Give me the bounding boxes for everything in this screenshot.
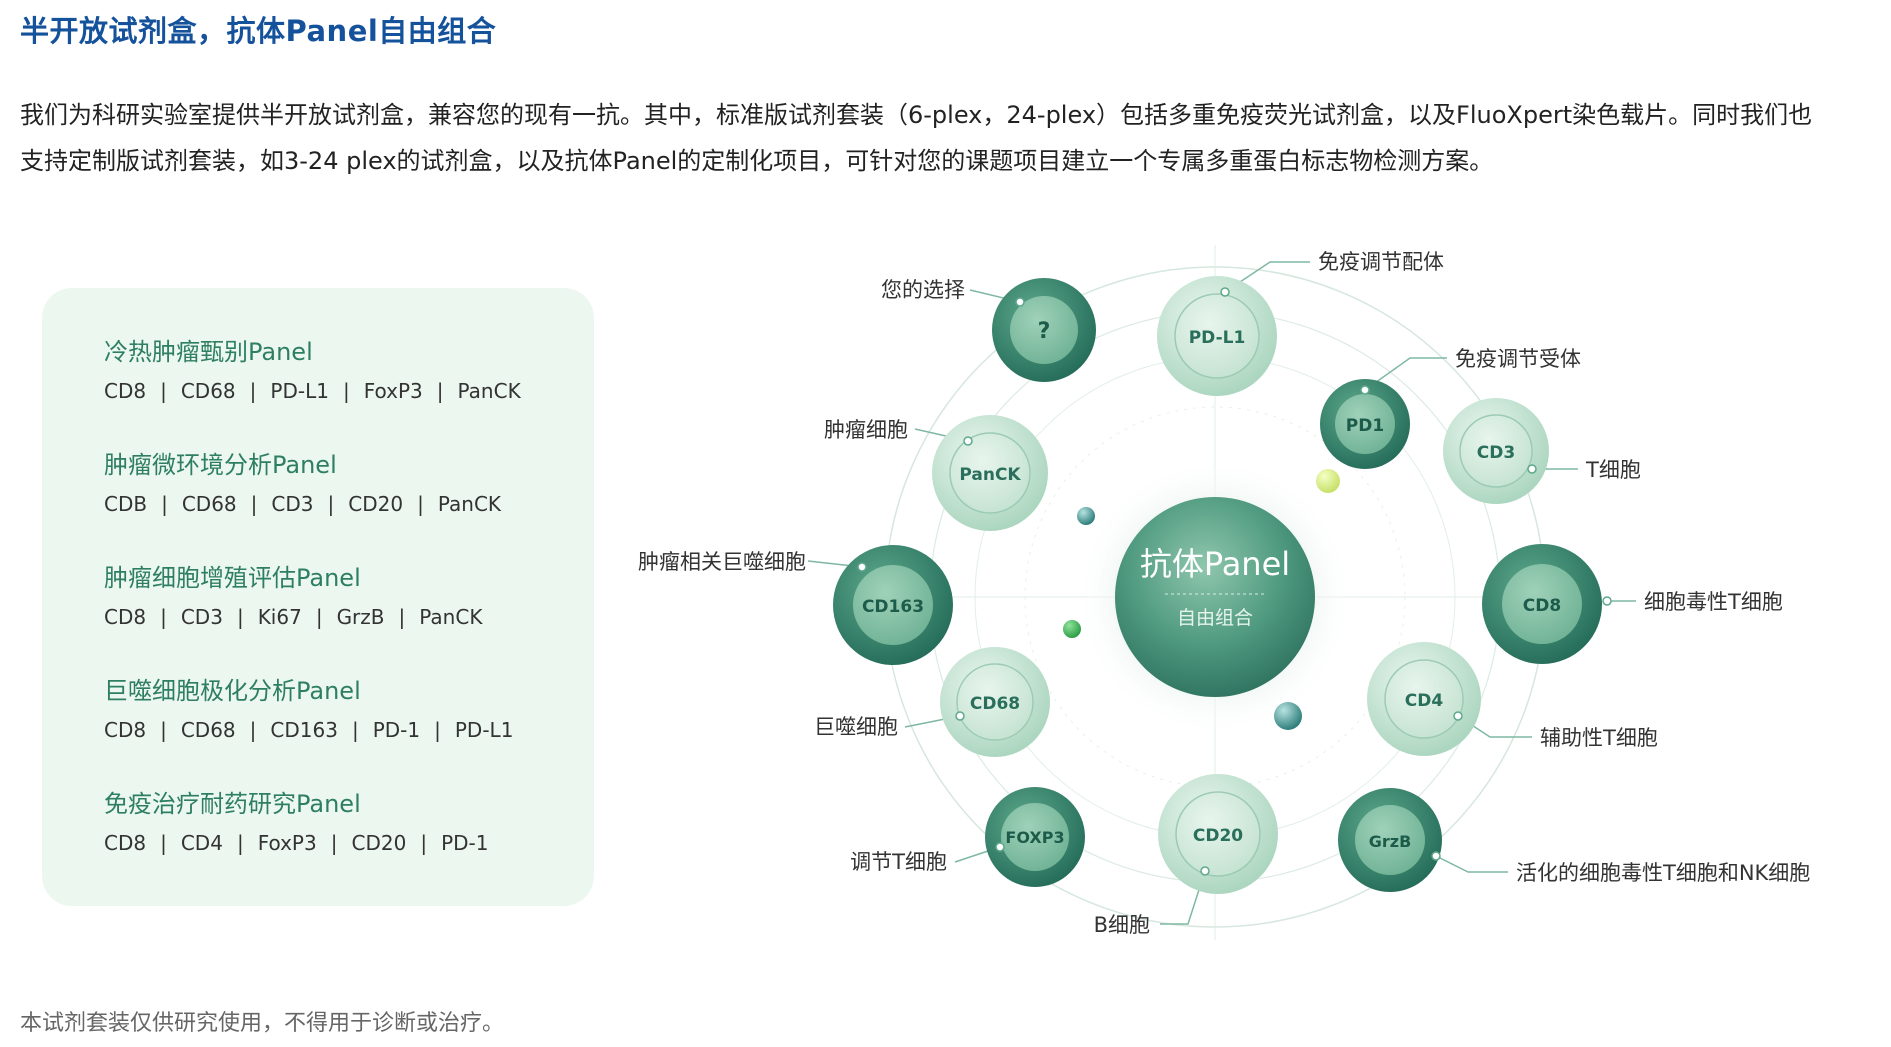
marker: PD-1 — [441, 831, 489, 855]
panel-item: 肿瘤微环境分析Panel CDB|CD68|CD3|CD20|PanCK — [104, 445, 501, 516]
node-label: FOXP3 — [1005, 828, 1064, 847]
marker: CD3 — [180, 605, 223, 629]
annotation-label: 活化的细胞毒性T细胞和NK细胞 — [1516, 861, 1810, 885]
disclaimer: 本试剂套装仅供研究使用，不得用于诊断或治疗。 — [20, 1011, 505, 1036]
node-cd8: CD8 — [1482, 544, 1612, 664]
panel-item: 免疫治疗耐药研究Panel CD8|CD4|FoxP3|CD20|PD-1 — [104, 784, 488, 855]
node-label: ? — [1038, 319, 1051, 344]
node-label: PanCK — [959, 465, 1021, 485]
marker: CD8 — [104, 379, 147, 403]
marker: CD8 — [104, 831, 147, 855]
annotation-label: 巨噬细胞 — [814, 715, 898, 739]
annotation-label: 免疫调节受体 — [1455, 347, 1581, 371]
annotation-label: 调节T细胞 — [850, 850, 947, 874]
marker: CD4 — [180, 831, 223, 855]
center-title: 抗体Panel — [1140, 545, 1290, 583]
annotation-label: 细胞毒性T细胞 — [1644, 590, 1783, 614]
node-grzb: GrzB — [1338, 788, 1442, 892]
panel-markers: CD8|CD68|CD163|PD-1|PD-L1 — [104, 718, 514, 742]
center-hub: 抗体Panel 自由组合 — [1075, 457, 1355, 737]
node-pd1: PD1 — [1320, 379, 1410, 469]
node-label: GrzB — [1369, 832, 1412, 851]
node-label: CD20 — [1193, 826, 1243, 846]
node-panck: PanCK — [932, 415, 1048, 531]
annotation-label: B细胞 — [1094, 913, 1150, 937]
marker: CD8 — [104, 605, 147, 629]
center-subtitle: 自由组合 — [1177, 607, 1253, 629]
panel-markers: CD8|CD3|Ki67|GrzB|PanCK — [104, 605, 483, 629]
node-label: CD4 — [1405, 691, 1444, 711]
intro-line-2: 支持定制版试剂套装，如3-24 plex的试剂盒，以及抗体Panel的定制化项目… — [20, 147, 1494, 175]
node-label: CD8 — [1523, 596, 1561, 616]
marker: CD163 — [270, 718, 338, 742]
intro-line-1: 我们为科研实验室提供半开放试剂盒，兼容您的现有一抗。其中，标准版试剂套装（6-p… — [20, 101, 1813, 129]
node-cd68: CD68 — [940, 647, 1050, 757]
panel-list-card: 冷热肿瘤甄别Panel CD8|CD68|PD-L1|FoxP3|PanCK 肿… — [42, 288, 594, 906]
panel-markers: CD8|CD4|FoxP3|CD20|PD-1 — [104, 831, 489, 855]
panel-markers: CDB|CD68|CD3|CD20|PanCK — [104, 492, 502, 516]
node-label: CD3 — [1477, 443, 1515, 463]
marker: CD68 — [180, 718, 236, 742]
marker: PanCK — [437, 492, 502, 516]
panel-item: 巨噬细胞极化分析Panel CD8|CD68|CD163|PD-1|PD-L1 — [104, 671, 513, 742]
node-your-choice: ? — [992, 278, 1096, 382]
panel-name: 肿瘤细胞增殖评估Panel — [104, 564, 361, 592]
marker: GrzB — [336, 605, 385, 629]
panel-markers: CD8|CD68|PD-L1|FoxP3|PanCK — [104, 379, 521, 403]
marker: PD-L1 — [270, 379, 329, 403]
node-label: PD-L1 — [1189, 328, 1246, 348]
annotations: 您的选择 免疫调节配体 免疫调节受体 T细胞 肿瘤细胞 肿瘤相关巨噬细胞 细胞毒… — [638, 250, 1810, 937]
marker: CD20 — [348, 492, 404, 516]
node-cd20: CD20 — [1158, 774, 1278, 894]
panel-name: 冷热肿瘤甄别Panel — [104, 338, 313, 366]
annotation-label: 辅助性T细胞 — [1540, 726, 1658, 750]
node-label: PD1 — [1346, 416, 1384, 436]
annotation-label: T细胞 — [1585, 458, 1641, 482]
marker: FoxP3 — [363, 379, 423, 403]
panel-name: 免疫治疗耐药研究Panel — [104, 790, 361, 818]
marker: Ki67 — [257, 605, 302, 629]
node-cd3: CD3 — [1443, 398, 1549, 504]
panel-item: 肿瘤细胞增殖评估Panel CD8|CD3|Ki67|GrzB|PanCK — [104, 558, 482, 629]
annotation-label: 肿瘤相关巨噬细胞 — [638, 550, 806, 574]
decorative-spheres — [1063, 469, 1340, 730]
annotation-label: 您的选择 — [881, 278, 965, 302]
marker: PD-1 — [372, 718, 421, 742]
node-label: CD163 — [862, 597, 924, 617]
marker: CDB — [104, 492, 148, 516]
node-cd4: CD4 — [1367, 642, 1481, 756]
node-foxp3: FOXP3 — [985, 787, 1085, 887]
marker: CD68 — [180, 379, 236, 403]
panel-name: 肿瘤微环境分析Panel — [104, 451, 337, 479]
page-title: 半开放试剂盒，抗体Panel自由组合 — [20, 14, 497, 48]
panel-name: 巨噬细胞极化分析Panel — [104, 677, 361, 705]
marker: CD3 — [271, 492, 314, 516]
annotation-label: 免疫调节配体 — [1318, 250, 1444, 274]
marker: CD20 — [351, 831, 407, 855]
marker: PanCK — [457, 379, 521, 403]
marker: CD68 — [181, 492, 237, 516]
annotation-label: 肿瘤细胞 — [824, 418, 908, 442]
node-cd163: CD163 — [833, 545, 953, 665]
antibody-panel-diagram: 抗体Panel 自由组合 ? PD-L1 — [638, 245, 1810, 940]
marker: PD-L1 — [454, 718, 514, 742]
node-label: CD68 — [970, 694, 1020, 714]
node-pd-l1: PD-L1 — [1157, 276, 1277, 396]
panel-item: 冷热肿瘤甄别Panel CD8|CD68|PD-L1|FoxP3|PanCK — [104, 332, 521, 403]
marker: PanCK — [419, 605, 483, 629]
marker: FoxP3 — [257, 831, 317, 855]
intro-text: 我们为科研实验室提供半开放试剂盒，兼容您的现有一抗。其中，标准版试剂套装（6-p… — [20, 92, 1880, 184]
marker: CD8 — [104, 718, 147, 742]
